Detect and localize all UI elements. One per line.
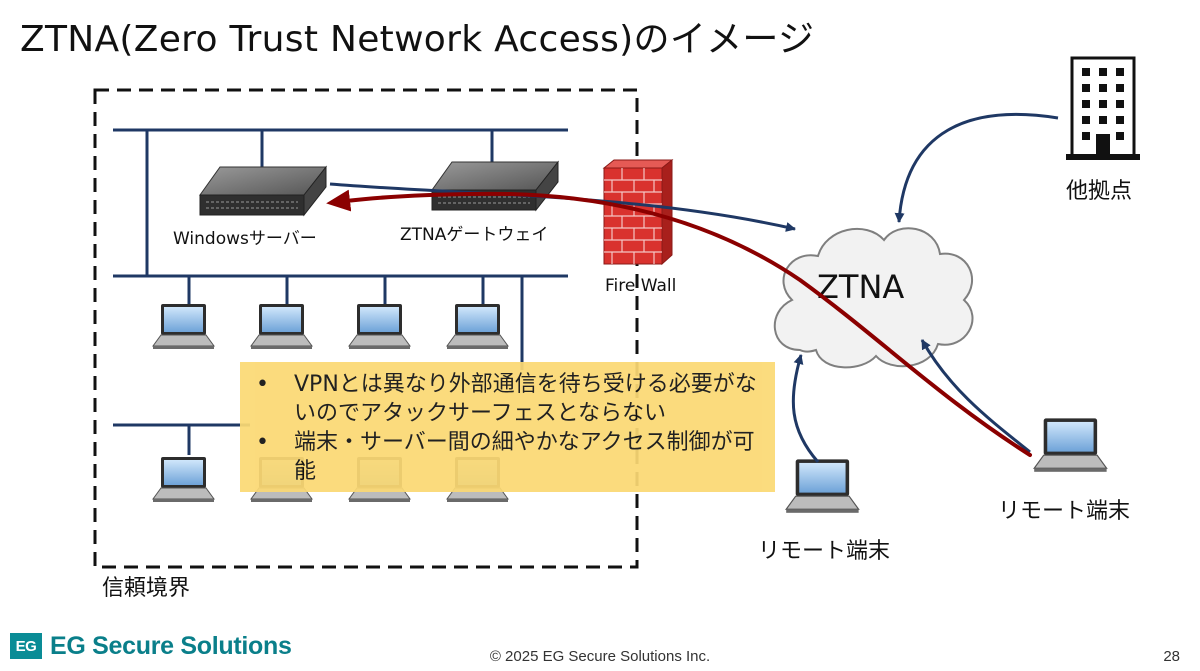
logo-text: EG Secure Solutions	[50, 631, 292, 660]
remote-terminal-label-2: リモート端末	[998, 499, 1130, 524]
access-path-arrow	[326, 189, 1032, 457]
ztna-gateway-label: ZTNAゲートウェイ	[400, 225, 548, 245]
laptop-icon	[446, 303, 509, 350]
gateway-to-cloud-arrow	[329, 182, 796, 232]
remote2-to-cloud-arrow	[920, 339, 1031, 454]
laptop-icon	[785, 458, 860, 514]
windows-server-label: Windowsサーバー	[173, 229, 317, 249]
bullet-marker: •	[256, 372, 269, 397]
laptop-icon	[348, 303, 411, 350]
laptop-icon	[152, 456, 215, 503]
trust-boundary-label: 信頼境界	[102, 576, 190, 601]
cloud-label: ZTNA	[817, 268, 904, 306]
building-icon	[1066, 56, 1140, 160]
gateway-icon	[431, 161, 559, 211]
company-logo: EG EG Secure Solutions	[10, 632, 292, 660]
callout-bullet-text: 端末・サーバー間の細やかなアクセス制御が可能	[294, 430, 755, 484]
laptop-icon	[1033, 417, 1108, 473]
trust-boundary	[93, 88, 639, 569]
bullet-marker: •	[256, 430, 269, 455]
logo-mark: EG	[10, 633, 42, 659]
copyright: © 2025 EG Secure Solutions Inc.	[489, 648, 711, 665]
branch-to-cloud-arrow	[894, 113, 1059, 223]
page-number: 28	[1163, 648, 1180, 665]
callout-bullet-item: • VPNとは異なり外部通信を待ち受ける必要がないのでアタックサーフェスとならな…	[252, 370, 763, 428]
remote1-to-cloud-arrow	[791, 354, 820, 463]
server-icon	[199, 166, 327, 216]
firewall-icon	[602, 158, 674, 266]
branch-label: 他拠点	[1066, 179, 1132, 204]
callout-bullet-item: • 端末・サーバー間の細やかなアクセス制御が可能	[252, 428, 763, 486]
callout-bullet-text: VPNとは異なり外部通信を待ち受ける必要がないのでアタックサーフェスとならない	[294, 372, 757, 426]
internal-network	[113, 128, 568, 455]
callout-box: • VPNとは異なり外部通信を待ち受ける必要がないのでアタックサーフェスとならな…	[240, 362, 775, 492]
firewall-label: Fire Wall	[605, 276, 676, 296]
laptop-icon	[250, 303, 313, 350]
remote-terminal-label-1: リモート端末	[758, 539, 890, 564]
laptop-icon	[152, 303, 215, 350]
slide-title: ZTNA(Zero Trust Network Access)のイメージ	[20, 19, 815, 60]
